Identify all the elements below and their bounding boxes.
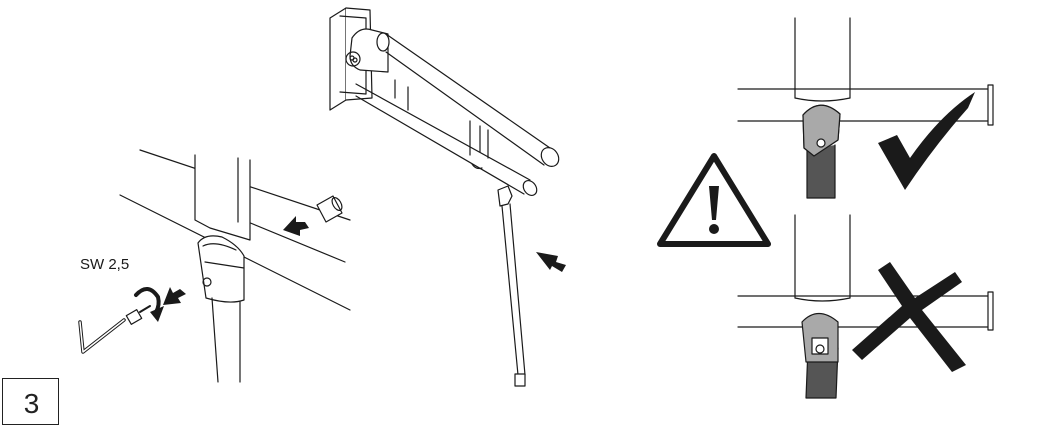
wrench-size-label: SW 2,5 — [80, 256, 130, 273]
leg-clamp-detail — [119, 149, 351, 383]
cross-mark-icon — [852, 262, 966, 372]
push-arrow-icon — [283, 216, 309, 236]
grab-bar-assembly — [329, 7, 560, 387]
push-arrow-icon — [163, 287, 186, 305]
allen-key-icon — [78, 318, 126, 354]
check-mark-icon — [878, 92, 975, 190]
incorrect-detail — [737, 214, 994, 399]
correct-detail — [737, 17, 994, 199]
warning-triangle-icon — [657, 153, 771, 247]
step-number-box: 3 — [2, 378, 59, 425]
pin-part — [316, 195, 343, 223]
step-number: 3 — [23, 388, 40, 419]
rotate-arrow-icon — [134, 287, 164, 322]
push-arrow-icon — [536, 252, 566, 272]
screw-part — [125, 305, 151, 325]
